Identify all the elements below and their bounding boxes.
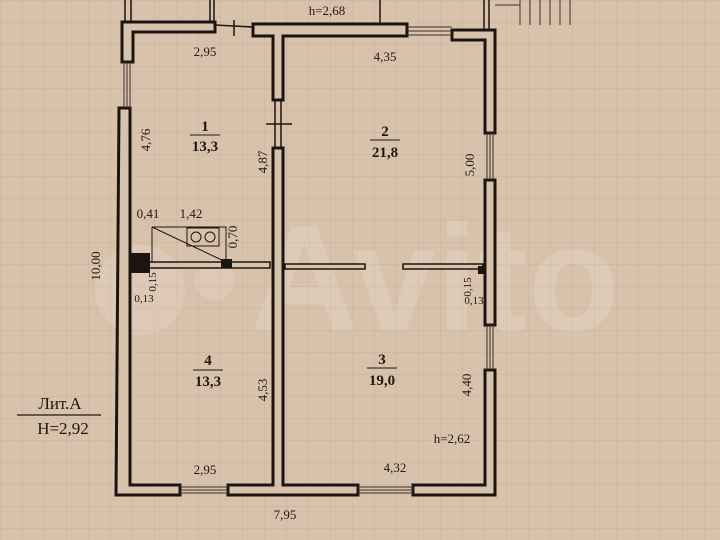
- svg-text:2,95: 2,95: [194, 462, 217, 477]
- svg-text:1,42: 1,42: [180, 206, 203, 221]
- svg-text:Лит.А: Лит.А: [38, 394, 82, 413]
- svg-text:0,13: 0,13: [464, 295, 484, 307]
- svg-text:Avito: Avito: [250, 194, 619, 362]
- doorways: [214, 20, 292, 148]
- windows: [123, 26, 494, 494]
- partitions: [130, 253, 484, 274]
- svg-text:13,3: 13,3: [192, 139, 218, 155]
- svg-text:5,00: 5,00: [462, 154, 477, 177]
- svg-text:4,35: 4,35: [374, 49, 397, 64]
- top-room-height: h=2,68: [309, 3, 346, 18]
- svg-text:0,70: 0,70: [225, 226, 240, 249]
- svg-text:4,32: 4,32: [384, 460, 407, 475]
- liter-title-block: Лит.А H=2,92: [17, 394, 101, 438]
- room-3-height: h=2,62: [434, 431, 471, 446]
- svg-text:0,13: 0,13: [134, 293, 154, 305]
- svg-text:3: 3: [378, 352, 386, 368]
- svg-text:2,95: 2,95: [194, 44, 217, 59]
- avito-watermark: Avito: [95, 194, 619, 362]
- svg-text:2: 2: [381, 124, 389, 140]
- stove: [151, 226, 227, 263]
- room-3-label: 3 19,0: [367, 352, 397, 389]
- walls: [114, 20, 497, 497]
- svg-text:0,15: 0,15: [462, 277, 474, 297]
- svg-text:4,76: 4,76: [138, 128, 153, 151]
- room-4-label: 4 13,3: [193, 353, 223, 390]
- svg-text:4: 4: [204, 353, 212, 369]
- svg-text:0,15: 0,15: [147, 272, 159, 292]
- dimension-labels: 2,95 4,35 4,76 4,87 5,00 0,41 1,42 0,70 …: [88, 44, 484, 522]
- svg-text:0,41: 0,41: [137, 206, 160, 221]
- svg-text:13,3: 13,3: [195, 374, 221, 390]
- svg-text:1: 1: [201, 119, 209, 135]
- svg-text:4,40: 4,40: [459, 374, 474, 397]
- adjacent-structure: [124, 0, 571, 30]
- svg-text:19,0: 19,0: [369, 373, 395, 389]
- svg-text:H=2,92: H=2,92: [37, 419, 89, 438]
- svg-text:10,00: 10,00: [88, 251, 103, 280]
- svg-text:4,87: 4,87: [255, 150, 270, 173]
- svg-text:4,53: 4,53: [255, 379, 270, 402]
- svg-text:7,95: 7,95: [274, 507, 297, 522]
- svg-text:21,8: 21,8: [372, 145, 398, 161]
- room-2-label: 2 21,8: [370, 124, 400, 161]
- room-1-label: 1 13,3: [190, 119, 220, 155]
